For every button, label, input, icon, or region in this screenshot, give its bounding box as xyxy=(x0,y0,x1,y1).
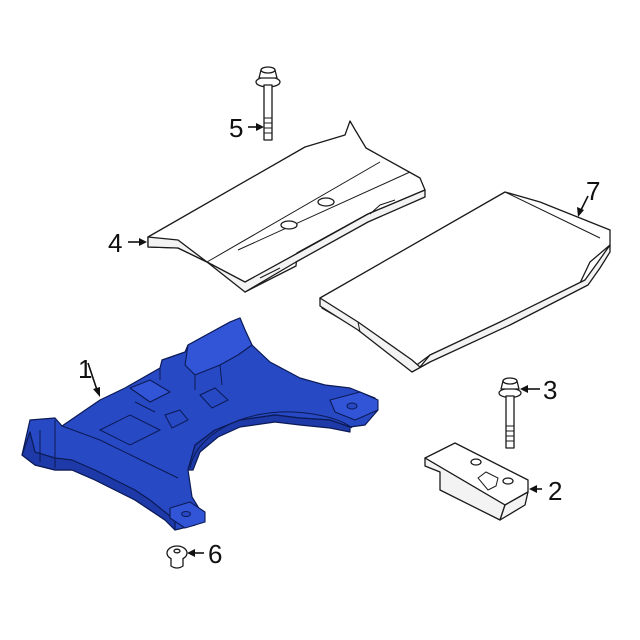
callout-arrows xyxy=(87,123,589,557)
callout-5-label[interactable]: 5 xyxy=(229,113,244,143)
callout-7-label[interactable]: 7 xyxy=(586,176,601,206)
part-4-floor-panel[interactable] xyxy=(147,120,426,293)
callout-6-label[interactable]: 6 xyxy=(208,539,223,569)
callout-2-label[interactable]: 2 xyxy=(548,476,563,506)
part-7-cover-board[interactable] xyxy=(319,191,611,373)
part-5-bolt[interactable] xyxy=(255,66,281,141)
callout-1-label[interactable]: 1 xyxy=(78,354,93,384)
callout-4-label[interactable]: 4 xyxy=(108,228,123,258)
part-6-plug[interactable] xyxy=(166,545,188,569)
part-1-spare-tire-bracket[interactable] xyxy=(21,317,379,531)
callout-3-label[interactable]: 3 xyxy=(543,375,558,405)
part-2-mounting-block[interactable] xyxy=(424,442,529,521)
part-3-flange-bolt[interactable] xyxy=(498,377,522,449)
